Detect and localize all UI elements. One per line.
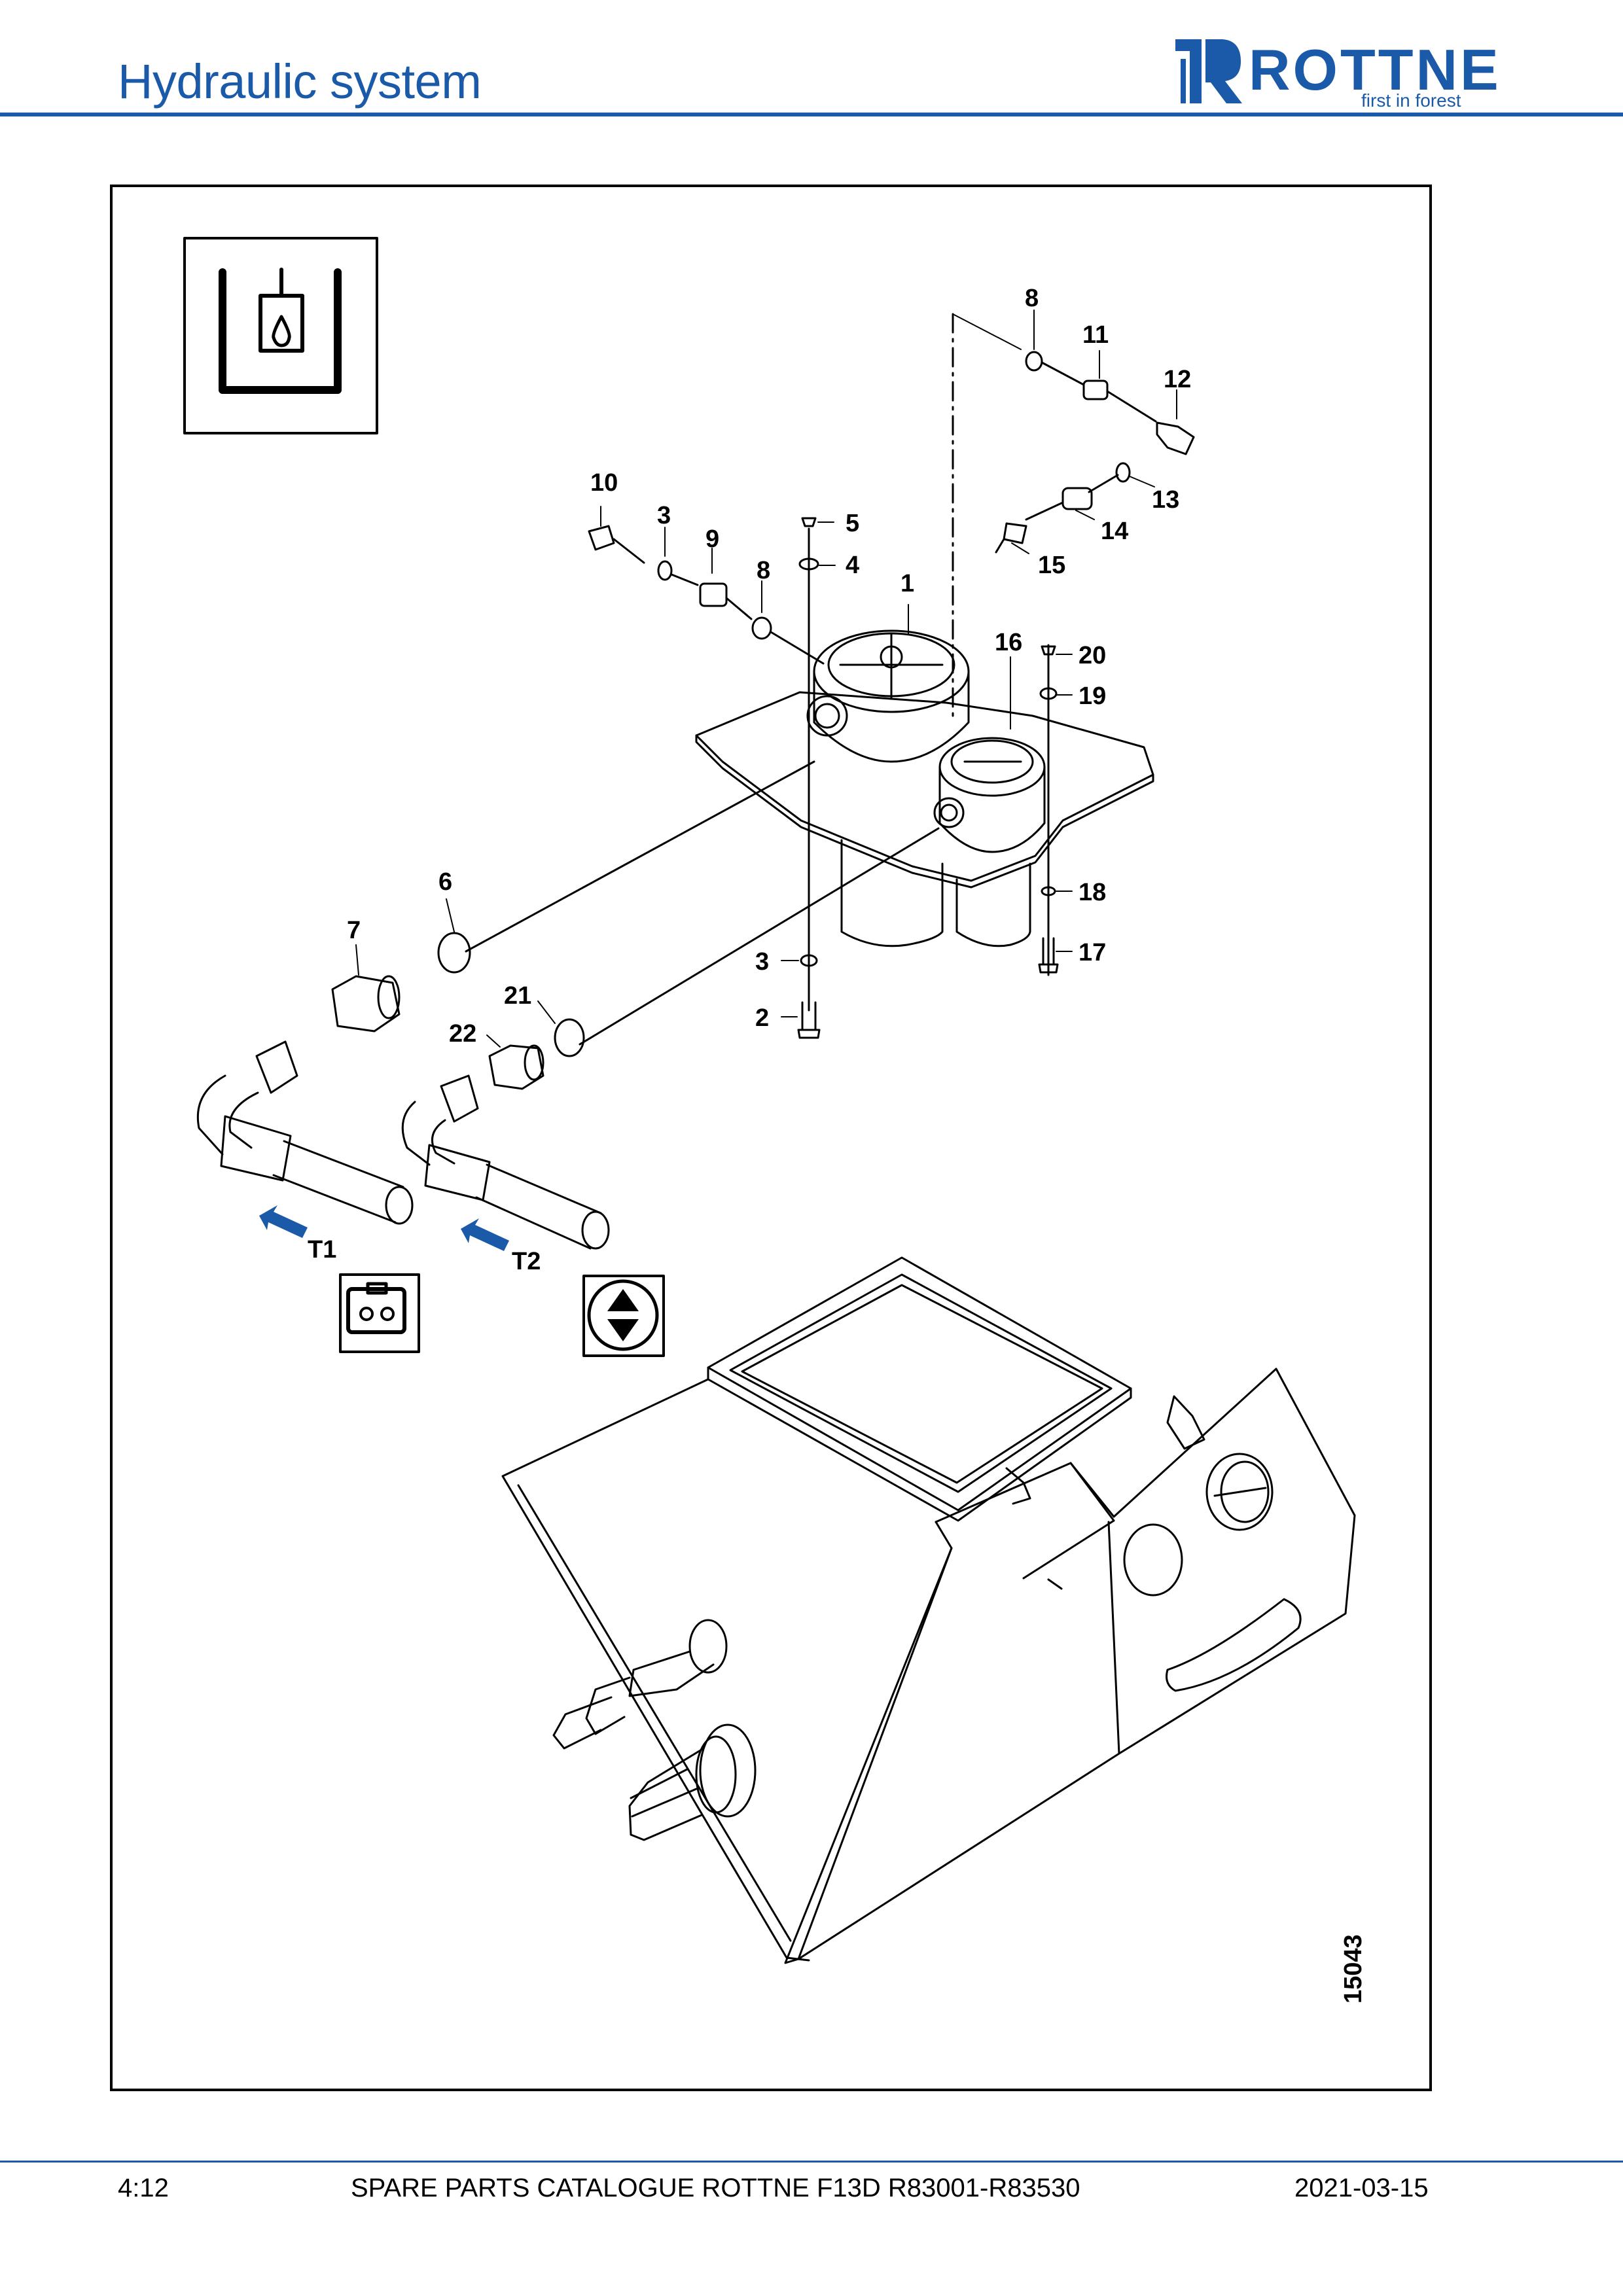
hose-t1-leader	[465, 760, 815, 953]
exploded-view-figure: 8 11 12 13 14 15 10 3 9 8 5 4 1 16 20 19…	[110, 185, 1432, 2091]
up-down-arrows-symbol-icon	[582, 1275, 665, 1357]
rottne-logo-mark-icon	[1175, 39, 1242, 103]
callout-12: 12	[1164, 366, 1191, 393]
logo-wordmark: ROTTNE	[1249, 37, 1501, 102]
callout-17: 17	[1079, 939, 1106, 966]
callout-2: 2	[755, 1004, 769, 1032]
callout-15: 15	[1038, 552, 1065, 579]
o-ring-6	[437, 932, 471, 974]
callout-1: 1	[901, 570, 914, 597]
callout-13: 13	[1152, 486, 1179, 514]
filter-bolt-stack	[797, 517, 821, 1039]
callout-18: 18	[1079, 879, 1106, 906]
label-t1: T1	[308, 1236, 336, 1263]
hose-t2-leader	[579, 827, 940, 1046]
callout-10: 10	[590, 469, 618, 497]
page-title: Hydraulic system	[118, 54, 482, 109]
callout-3-top: 3	[657, 502, 671, 529]
arrow-up-icon	[607, 1289, 639, 1311]
o-ring-21	[554, 1018, 585, 1057]
callout-9: 9	[705, 525, 719, 553]
logo-tagline: first in forest	[1361, 90, 1461, 111]
temperature-sensor-chain	[588, 525, 825, 665]
filter-housing-16	[933, 737, 1046, 853]
callout-5: 5	[846, 510, 859, 537]
flow-arrow-t1-icon	[259, 1205, 308, 1238]
callout-11: 11	[1082, 321, 1109, 349]
footer-page-number: 4:12	[118, 2174, 169, 2202]
filter-housing-1	[806, 629, 970, 763]
filter-canisters	[840, 839, 1031, 947]
callout-22: 22	[449, 1020, 476, 1048]
label-t2: T2	[512, 1248, 541, 1275]
filter-bolt-stack-right	[1038, 644, 1059, 976]
footer-rule	[0, 2161, 1623, 2163]
callout-6: 6	[438, 868, 452, 896]
callout-leaders	[355, 309, 1177, 1048]
rottne-logo: ROTTNE first in forest	[1171, 33, 1525, 111]
sensor-fitting-chain	[995, 351, 1195, 554]
filter-connector-symbol-icon	[339, 1273, 420, 1353]
flow-arrow-t2-icon	[461, 1218, 509, 1251]
hydraulic-tank	[501, 1256, 1356, 1964]
callout-8-left: 8	[757, 557, 770, 584]
hydraulic-tank-exploded-diagram: 8 11 12 13 14 15 10 3 9 8 5 4 1 16 20 19…	[183, 237, 1367, 2004]
tank-suction-fittings	[552, 1619, 757, 1841]
callout-8-top: 8	[1025, 285, 1039, 312]
callout-21: 21	[504, 982, 531, 1010]
page-header: Hydraulic system ROTTNE first in forest	[0, 0, 1623, 124]
callout-7: 7	[347, 917, 361, 944]
callout-4: 4	[846, 552, 859, 579]
return-hose-t1	[196, 1040, 414, 1225]
header-rule	[0, 113, 1623, 116]
return-hose-t2	[401, 1074, 610, 1250]
hydraulic-tank-symbol-icon	[183, 237, 378, 434]
arrow-down-icon	[607, 1319, 639, 1341]
footer-catalogue-title: SPARE PARTS CATALOGUE ROTTNE F13D R83001…	[351, 2174, 1080, 2202]
footer-date: 2021-03-15	[1294, 2174, 1429, 2202]
callout-20: 20	[1079, 642, 1106, 669]
callout-19: 19	[1079, 682, 1106, 710]
callout-3-bottom: 3	[755, 948, 769, 976]
filter-mounting-plate	[695, 691, 1154, 889]
callout-14: 14	[1101, 518, 1128, 545]
drawing-number: 15043	[1340, 1934, 1367, 2004]
adapter-fitting-22	[488, 1044, 544, 1090]
callout-16: 16	[995, 629, 1022, 656]
adapter-fitting-7	[331, 975, 401, 1033]
